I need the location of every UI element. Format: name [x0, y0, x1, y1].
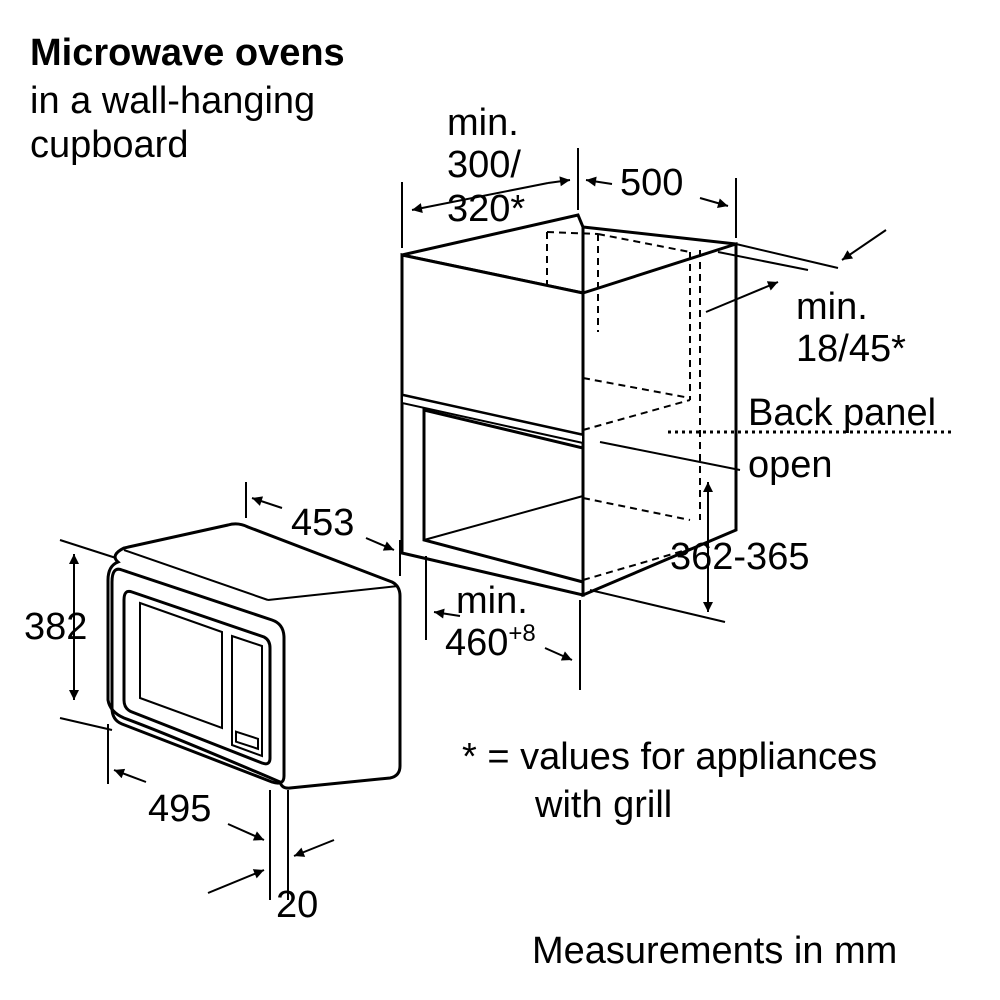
oven-door-window — [124, 591, 270, 763]
oven-display — [236, 732, 258, 749]
cupboard-width-label-line3: 320* — [447, 188, 526, 230]
microwave-oven — [108, 524, 400, 788]
diagram-subtitle-line2: cupboard — [30, 124, 189, 166]
dimension-lines — [60, 148, 952, 900]
back-gap-label-line2: 18/45* — [796, 328, 906, 370]
cupboard-top-edge — [402, 215, 583, 293]
back-panel-label: Back panel — [748, 392, 937, 434]
units-note: Measurements in mm — [532, 930, 898, 972]
niche-width-label-line1: min. — [456, 580, 528, 622]
back-panel-open-label: open — [748, 444, 833, 486]
oven-height-label: 382 — [24, 606, 88, 648]
diagram-subtitle-line1: in a wall-hanging — [30, 80, 316, 122]
grill-note-line2: with grill — [535, 784, 673, 826]
oven-width-label: 453 — [291, 502, 355, 544]
cupboard-width-label-line1: min. — [447, 102, 519, 144]
diagram-title: Microwave ovens — [30, 32, 345, 74]
oven-front-frame — [112, 569, 284, 783]
grill-note-line1: * = values for appliances — [462, 736, 878, 778]
front-overhang-label: 20 — [276, 884, 319, 926]
niche-width-label-line2: 460+8 — [445, 622, 536, 664]
niche-height-label: 362-365 — [670, 536, 810, 578]
back-gap-label-line1: min. — [796, 286, 868, 328]
niche-width-tolerance: +8 — [508, 620, 536, 647]
niche-width-value: 460 — [445, 622, 509, 664]
cupboard-shelf — [402, 395, 583, 443]
oven-depth-label: 495 — [148, 788, 212, 830]
cupboard-width-label-line2: 300/ — [447, 144, 521, 186]
oven-control-panel — [232, 636, 262, 756]
cupboard-depth-label: 500 — [620, 162, 684, 204]
wall-cupboard — [402, 215, 736, 595]
